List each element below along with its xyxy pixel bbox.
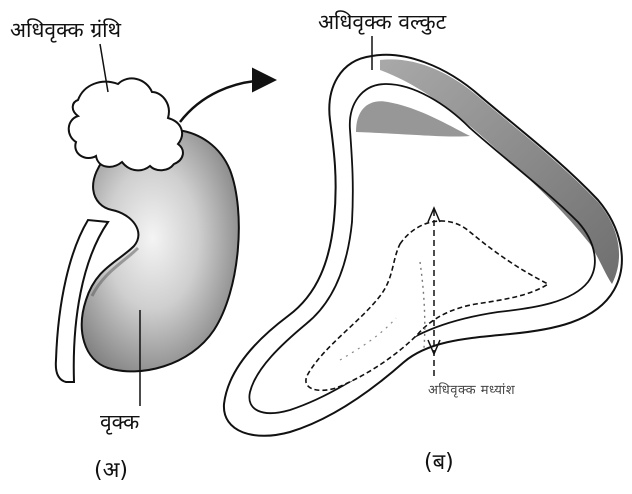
part-a-illustration: [56, 44, 239, 406]
arrow-to-enlarged: [180, 80, 272, 122]
label-adrenal-cortex: अधिवृक्क वल्कुट: [318, 8, 446, 36]
label-kidney: वृक्क: [100, 408, 139, 436]
label-part-a: (अ): [94, 454, 128, 484]
label-part-b: (ब): [424, 446, 454, 476]
label-adrenal-gland: अधिवृक्क ग्रंथि: [10, 16, 121, 44]
adrenal-gland-shape: [69, 78, 183, 170]
label-adrenal-medulla: अधिवृक्क मध्यांश: [428, 380, 515, 398]
part-b-illustration: [224, 36, 622, 436]
